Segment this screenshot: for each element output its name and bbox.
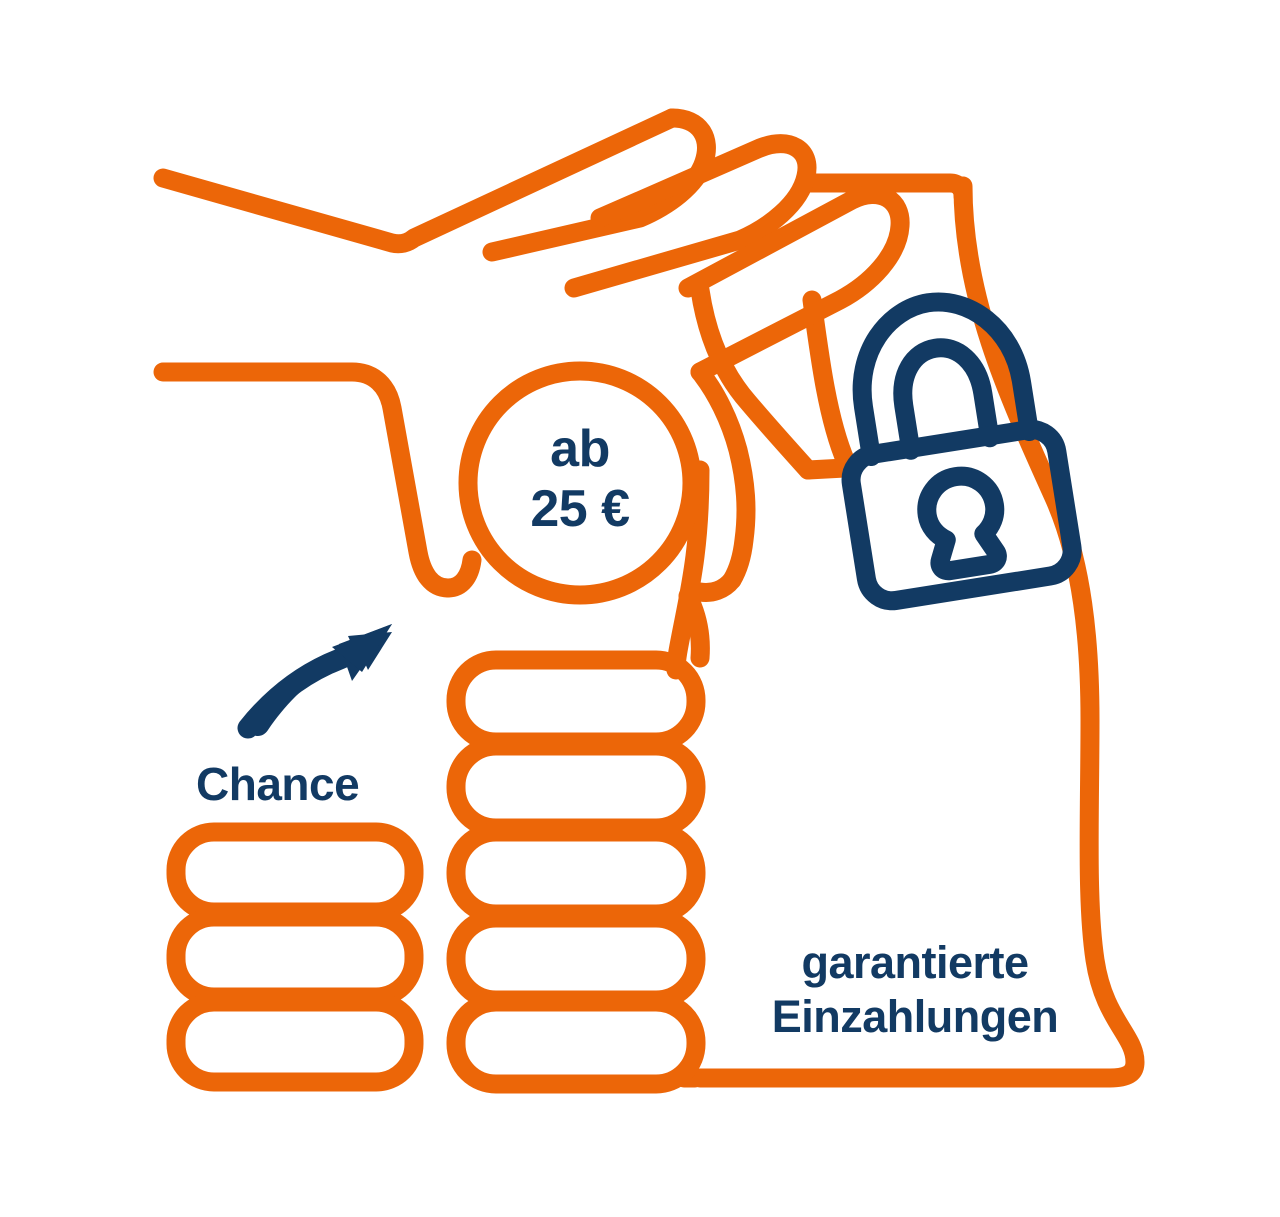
coin-stack-right-item: [446, 736, 706, 838]
coin-stack-small-icon: [166, 822, 424, 1092]
guarantee-label-line1: garantierte: [801, 937, 1028, 988]
guarantee-label-line2: Einzahlungen: [772, 991, 1059, 1042]
chance-label: Chance: [196, 758, 359, 810]
coin-label-line2: 25 €: [530, 480, 629, 538]
hand-icon: [153, 108, 910, 668]
coin-label-line1: ab: [550, 420, 610, 478]
coin-icon: ab 25 €: [458, 361, 702, 605]
coin-stack-tall-icon: [446, 650, 706, 1094]
coin-stack-left-item: [166, 907, 424, 1007]
coin-stack-left-item: [166, 822, 424, 922]
padlock-icon: [841, 292, 1082, 611]
coin-stack-left-item: [166, 992, 424, 1092]
arrow-up-curved-icon: [237, 624, 392, 739]
coin-stack-right-item: [446, 908, 706, 1010]
coin-stack-right-item: [446, 992, 706, 1094]
coin-stack-right-item: [446, 650, 706, 752]
coin-stack-right-item: [446, 822, 706, 924]
keyhole-icon: [917, 466, 1007, 581]
